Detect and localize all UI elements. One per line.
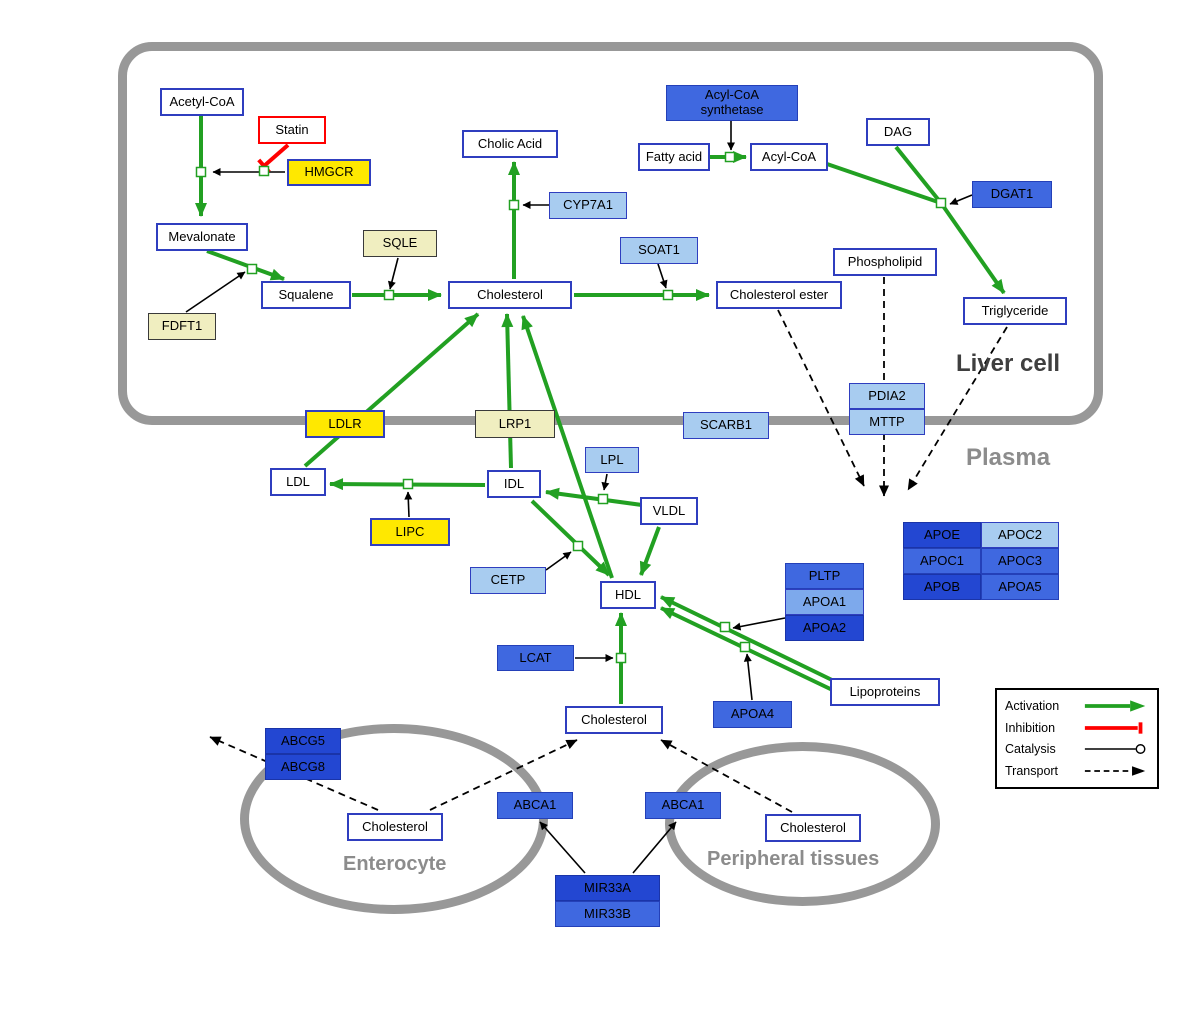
catalysis-circle-icon	[1084, 744, 1146, 755]
node-mttp[interactable]: MTTP	[849, 409, 925, 435]
node-apoc1[interactable]: APOC1	[903, 548, 981, 574]
node-ldl[interactable]: LDL	[270, 468, 326, 496]
node-lcat[interactable]: LCAT	[497, 645, 574, 671]
node-apoa5[interactable]: APOA5	[981, 574, 1059, 600]
plasma-label: Plasma	[966, 444, 1051, 471]
node-cholic-acid[interactable]: Cholic Acid	[462, 130, 558, 158]
node-acyl-coa[interactable]: Acyl-CoA	[750, 143, 828, 171]
legend-catalysis-label: Catalysis	[1005, 742, 1056, 757]
node-cyp7a1[interactable]: CYP7A1	[549, 192, 627, 219]
node-acetyl-coa[interactable]: Acetyl-CoA	[160, 88, 244, 116]
node-soat1[interactable]: SOAT1	[620, 237, 698, 264]
node-mir33b[interactable]: MIR33B	[555, 901, 660, 927]
node-abca1-enterocyte[interactable]: ABCA1	[497, 792, 573, 819]
node-pltp[interactable]: PLTP	[785, 563, 864, 589]
legend-activation-label: Activation	[1005, 699, 1060, 714]
node-phospholipid[interactable]: Phospholipid	[833, 248, 937, 276]
transport-dashed-arrow-icon	[1084, 765, 1146, 776]
node-hdl[interactable]: HDL	[600, 581, 656, 609]
node-dgat1[interactable]: DGAT1	[972, 181, 1052, 208]
node-acyl-coa-synthetase[interactable]: Acyl-CoA synthetase	[666, 85, 798, 121]
node-abcg5[interactable]: ABCG5	[265, 728, 341, 754]
node-lpl[interactable]: LPL	[585, 447, 639, 473]
node-cholesterol-enterocyte[interactable]: Cholesterol	[347, 813, 443, 841]
node-apoa1[interactable]: APOA1	[785, 589, 864, 615]
legend-row-transport: Transport	[1005, 763, 1149, 779]
enterocyte-label: Enterocyte	[343, 853, 447, 875]
activation-arrow-icon	[1084, 700, 1146, 713]
node-abca1-peripheral[interactable]: ABCA1	[645, 792, 721, 819]
node-apoc3[interactable]: APOC3	[981, 548, 1059, 574]
node-mir33a[interactable]: MIR33A	[555, 875, 660, 901]
legend-row-inhibition: Inhibition	[1005, 720, 1149, 736]
node-hmgcr[interactable]: HMGCR	[287, 159, 371, 186]
legend-row-catalysis: Catalysis	[1005, 741, 1149, 757]
node-lipc[interactable]: LIPC	[370, 518, 450, 546]
node-idl[interactable]: IDL	[487, 470, 541, 498]
node-apoc2[interactable]: APOC2	[981, 522, 1059, 548]
node-vldl[interactable]: VLDL	[640, 497, 698, 525]
node-cetp[interactable]: CETP	[470, 567, 546, 594]
node-cholesterol-peripheral[interactable]: Cholesterol	[765, 814, 861, 842]
node-apoa4[interactable]: APOA4	[713, 701, 792, 728]
node-sqle[interactable]: SQLE	[363, 230, 437, 257]
node-lipoproteins[interactable]: Lipoproteins	[830, 678, 940, 706]
liver-cell-label: Liver cell	[956, 350, 1061, 377]
node-abcg8[interactable]: ABCG8	[265, 754, 341, 780]
node-cholesterol-liver[interactable]: Cholesterol	[448, 281, 572, 309]
node-pdia2[interactable]: PDIA2	[849, 383, 925, 409]
node-apoe[interactable]: APOE	[903, 522, 981, 548]
node-lrp1[interactable]: LRP1	[475, 410, 555, 438]
legend-inhibition-label: Inhibition	[1005, 720, 1056, 735]
node-cholesterol-plasma[interactable]: Cholesterol	[565, 706, 663, 734]
node-triglyceride[interactable]: Triglyceride	[963, 297, 1067, 325]
node-apoa2[interactable]: APOA2	[785, 615, 864, 641]
legend-row-activation: Activation	[1005, 698, 1149, 714]
node-mevalonate[interactable]: Mevalonate	[156, 223, 248, 251]
node-cholesterol-ester[interactable]: Cholesterol ester	[716, 281, 842, 309]
node-squalene[interactable]: Squalene	[261, 281, 351, 309]
legend-transport-label: Transport	[1005, 763, 1059, 778]
node-dag[interactable]: DAG	[866, 118, 930, 146]
node-ldlr[interactable]: LDLR	[305, 410, 385, 438]
node-fatty-acid[interactable]: Fatty acid	[638, 143, 710, 171]
legend: Activation Inhibition Catalysis Transpor…	[995, 688, 1159, 789]
peripheral-tissues-label: Peripheral tissues	[707, 848, 880, 870]
inhibition-tbar-icon	[1084, 722, 1143, 734]
node-apob[interactable]: APOB	[903, 574, 981, 600]
node-fdft1[interactable]: FDFT1	[148, 313, 216, 340]
node-statin[interactable]: Statin	[258, 116, 326, 144]
node-scarb1[interactable]: SCARB1	[683, 412, 769, 439]
enterocyte-compartment	[240, 724, 548, 914]
